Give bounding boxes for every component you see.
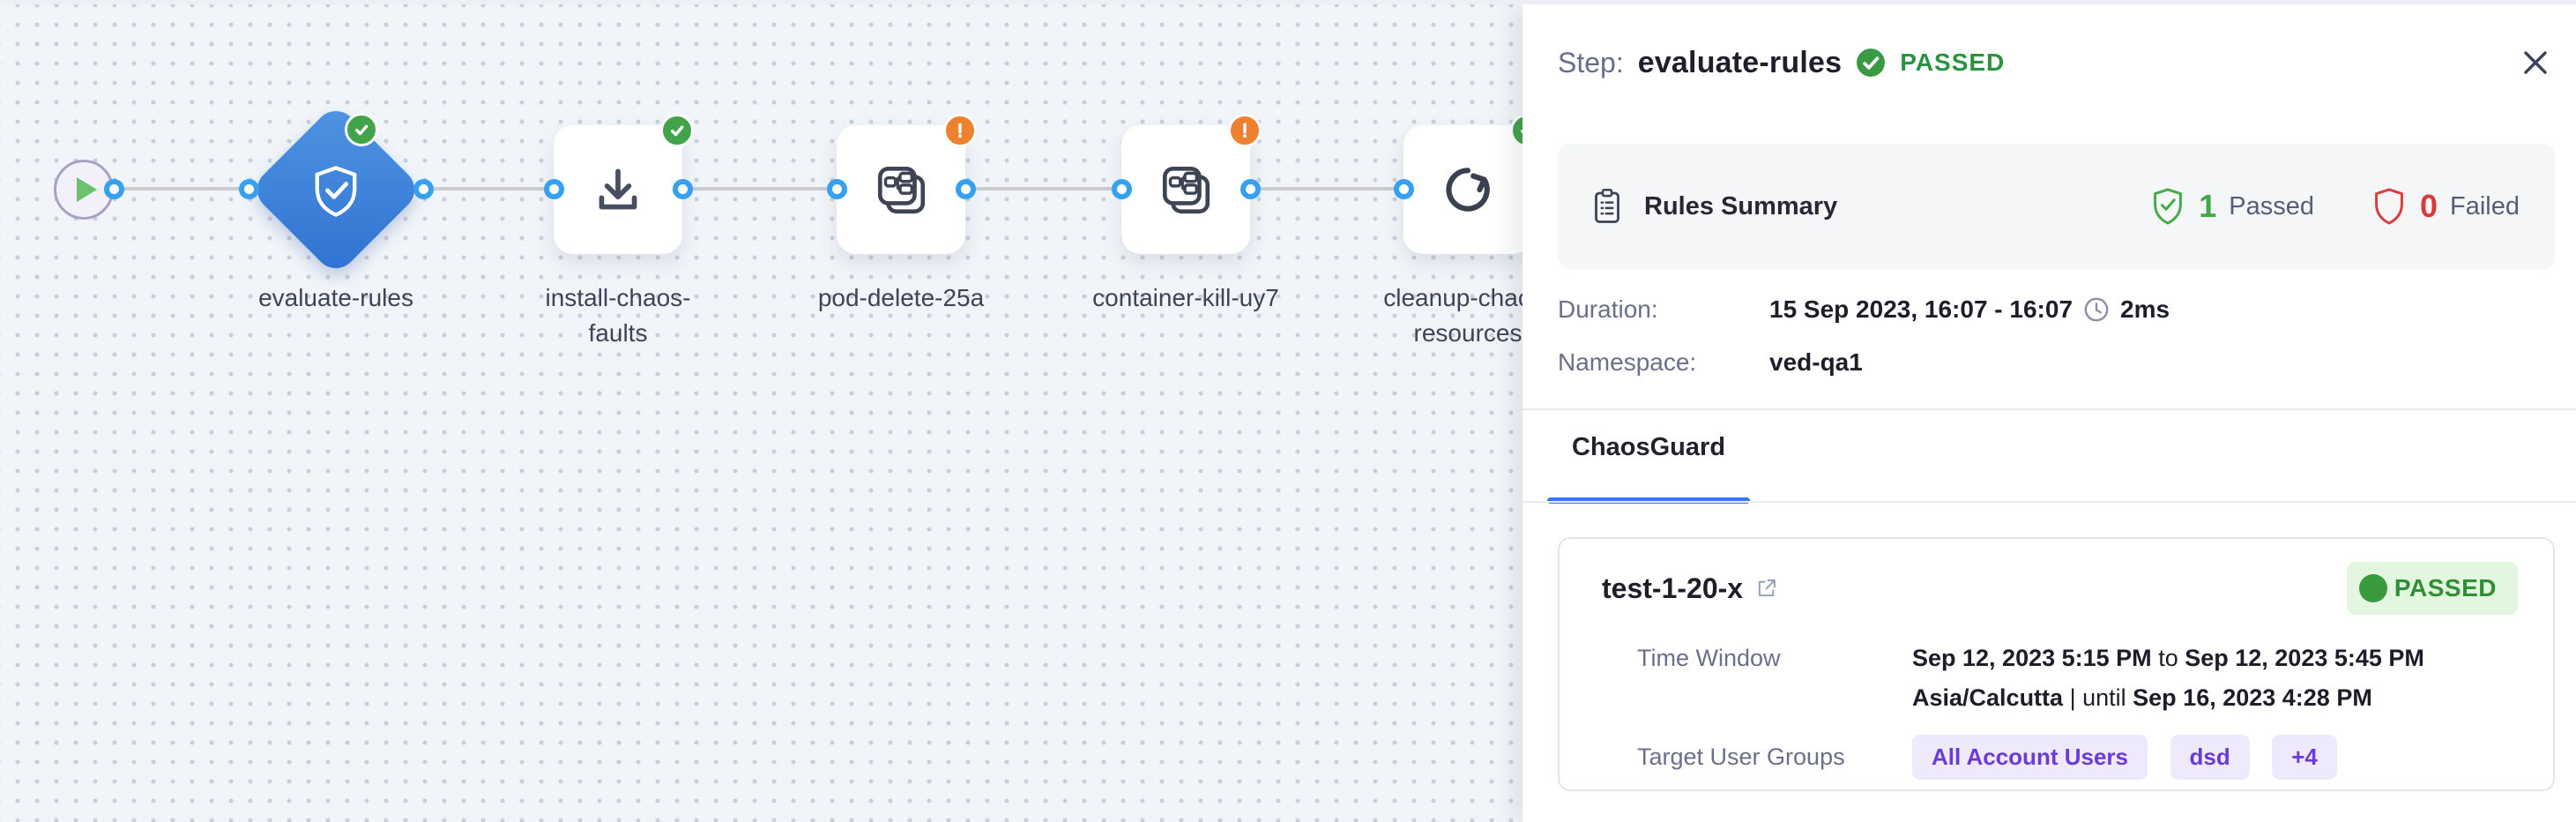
close-button[interactable] xyxy=(2516,43,2555,82)
namespace-label: Namespace: xyxy=(1558,348,1697,376)
chaos-fault-icon xyxy=(877,166,926,214)
rules-summary-box: Rules Summary 1 Passed 0 Failed xyxy=(1558,144,2555,269)
step-prefix-label: Step: xyxy=(1558,46,1624,78)
port xyxy=(827,179,847,199)
clipboard-icon xyxy=(1595,189,1619,223)
step-title: evaluate-rules xyxy=(1637,45,1843,79)
step-details-panel: Step: evaluate-rules PASSED Rules Summar… xyxy=(1523,4,2576,822)
time-window-label: Time Window xyxy=(1637,645,1781,671)
close-icon xyxy=(2524,51,2547,74)
node-label: install-chaos-faults xyxy=(545,284,691,347)
duration-label: Duration: xyxy=(1558,295,1658,323)
section-divider xyxy=(1523,408,2576,410)
time-window-start: Sep 12, 2023 5:15 PM xyxy=(1912,645,2152,671)
active-tab-underline xyxy=(1547,497,1751,504)
step-status-text: PASSED xyxy=(1900,49,2006,76)
user-group-more-pill[interactable]: +4 xyxy=(2272,735,2337,780)
tab-bar: ChaosGuard xyxy=(1523,412,2576,504)
panel-header: Step: evaluate-rules PASSED xyxy=(1558,34,2555,91)
status-passed-badge xyxy=(660,114,694,147)
chaosguard-card-header: test-1-20-x PASSED xyxy=(1602,562,2518,615)
port xyxy=(1240,179,1261,199)
check-icon xyxy=(671,125,684,137)
until-label: until xyxy=(2082,684,2126,711)
check-icon xyxy=(1521,130,1523,134)
failed-stat: 0 Failed xyxy=(2371,186,2520,227)
passed-stat: 1 Passed xyxy=(2149,186,2314,227)
time-window-row: Time Window Sep 12, 2023 5:15 PM to Sep … xyxy=(1602,645,2518,672)
download-icon xyxy=(599,168,637,210)
time-window-end: Sep 12, 2023 5:45 PM xyxy=(2185,645,2424,671)
timezone-separator: | xyxy=(2069,684,2076,711)
duration-value: 15 Sep 2023, 16:07 - 16:07 xyxy=(1769,295,2073,323)
shield-red-icon xyxy=(2375,188,2403,225)
port xyxy=(413,179,434,199)
chaos-fault-icon xyxy=(1162,166,1210,214)
check-icon xyxy=(355,124,369,136)
rules-summary-title: Rules Summary xyxy=(1644,191,1838,220)
passed-count: 1 xyxy=(2199,188,2217,224)
user-group-pill: dsd xyxy=(2170,735,2250,780)
node-container-kill-uy7[interactable] xyxy=(1121,125,1250,254)
status-warning-badge xyxy=(1228,114,1262,147)
guard-status-text: PASSED xyxy=(2394,574,2497,602)
guard-name: test-1-20-x xyxy=(1602,572,1744,604)
node-label: pod-delete-25a xyxy=(817,284,985,311)
tab-bar-border xyxy=(1523,501,2576,503)
node-install-chaos-faults[interactable] xyxy=(554,125,682,254)
port xyxy=(104,179,124,199)
status-warning-badge xyxy=(943,114,977,147)
namespace-value: ved-qa1 xyxy=(1769,348,1863,376)
timezone-line: Asia/Calcutta | until Sep 16, 2023 4:28 … xyxy=(1602,684,2518,712)
status-dot xyxy=(2358,574,2387,602)
shield-check-icon xyxy=(315,166,357,217)
status-passed-badge xyxy=(345,113,378,146)
port xyxy=(1394,179,1414,199)
pipeline-canvas[interactable]: evaluate-rules install-chaos-faults xyxy=(0,4,1523,822)
namespace-row: Namespace: ved-qa1 xyxy=(1558,348,2555,377)
pipeline-edge xyxy=(84,187,1523,191)
chaosguard-card: test-1-20-x PASSED Time Window Sep 12, 2… xyxy=(1558,537,2555,791)
pipeline-start-node[interactable] xyxy=(54,160,114,220)
port xyxy=(239,179,259,199)
duration-row: Duration: 15 Sep 2023, 16:07 - 16:07 2ms xyxy=(1558,295,2555,324)
failed-label: Failed xyxy=(2450,191,2520,220)
node-label: cleanup-chaos-resources xyxy=(1383,284,1523,347)
user-group-pill: All Account Users xyxy=(1912,735,2148,780)
tab-label: ChaosGuard xyxy=(1572,433,1726,461)
duration-time: 2ms xyxy=(2120,295,2170,323)
tab-chaosguard[interactable]: ChaosGuard xyxy=(1547,412,1751,504)
until-value: Sep 16, 2023 4:28 PM xyxy=(2133,684,2372,711)
refresh-icon xyxy=(1446,168,1490,212)
node-label: container-kill-uy7 xyxy=(1092,284,1279,311)
failed-count: 0 xyxy=(2419,188,2438,224)
port xyxy=(956,179,976,199)
node-label: evaluate-rules xyxy=(258,284,413,311)
check-circle-icon xyxy=(1857,49,1886,77)
port xyxy=(1112,179,1132,199)
rules-stats: 1 Passed 0 Failed xyxy=(2149,186,2520,227)
target-groups-label: Target User Groups xyxy=(1637,744,1845,770)
target-groups-row: Target User Groups All Account Users dsd… xyxy=(1602,735,2518,780)
clock-icon xyxy=(2084,297,2109,322)
shield-check-green-icon xyxy=(2154,188,2183,225)
exclamation-icon xyxy=(958,123,962,138)
exclamation-icon xyxy=(1243,123,1247,138)
port xyxy=(544,179,564,199)
play-icon xyxy=(77,177,97,202)
timezone: Asia/Calcutta xyxy=(1912,684,2064,711)
time-window-join: to xyxy=(2158,645,2178,671)
external-link-icon[interactable] xyxy=(1755,577,1778,600)
node-cleanup-chaos-resources[interactable] xyxy=(1403,125,1523,254)
port xyxy=(673,179,693,199)
node-pod-delete-25a[interactable] xyxy=(837,125,965,254)
passed-label: Passed xyxy=(2229,191,2314,220)
guard-status-badge: PASSED xyxy=(2346,562,2518,615)
